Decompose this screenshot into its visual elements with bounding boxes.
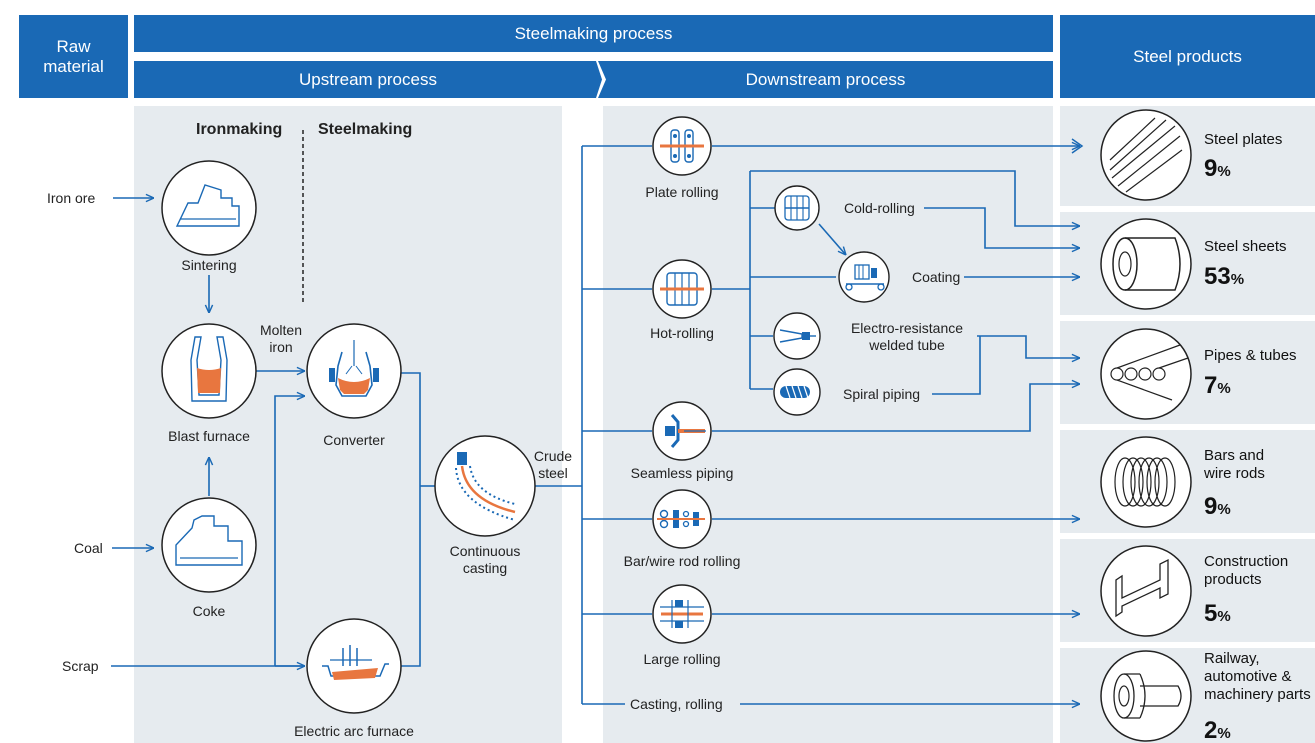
hot-rolling-label: Hot-rolling: [650, 325, 714, 341]
arrow-scrap-converter: [274, 396, 305, 666]
plate-rolling-label: Plate rolling: [645, 184, 719, 200]
spiral-piping-icon: [773, 368, 821, 416]
chevron-icon: [1071, 138, 1084, 154]
downstream-header-label: Downstream process: [745, 69, 906, 89]
line-furnaces-join: [401, 372, 421, 667]
arrow-seamless-pipes: [712, 384, 1080, 432]
iron-ore-label: Iron ore: [47, 190, 96, 206]
arrow-cold-sheets: [924, 207, 1080, 248]
sintering-icon: [161, 160, 257, 256]
upstream-header: Upstream process: [134, 61, 602, 98]
product-pct-bars: 9%: [1204, 493, 1231, 520]
bar-rolling-icon: [652, 489, 712, 549]
cold-rolling-icon: [774, 185, 820, 231]
casting-rolling-label: Casting, rolling: [630, 696, 723, 712]
arrow-hot-sheets: [750, 170, 1080, 226]
continuous-casting-icon: [434, 435, 536, 537]
hot-rolling-icon: [652, 259, 712, 319]
seamless-piping-label: Seamless piping: [630, 465, 734, 481]
product-name-bars: Bars and wire rods: [1204, 447, 1265, 482]
erw-tube-icon: [773, 312, 821, 360]
product-name-steel-plates: Steel plates: [1204, 131, 1283, 148]
arrow-cold-coating: [818, 223, 846, 255]
plate-rolling-icon: [652, 116, 712, 176]
steelmaking-heading: Steelmaking: [318, 121, 413, 138]
product-name-railway: Railway, automotive & machinery parts: [1204, 650, 1311, 703]
line-spiral-join: [932, 336, 981, 395]
sintering-label: Sintering: [181, 257, 237, 273]
ironmaking-heading: Ironmaking: [196, 121, 283, 138]
electric-arc-furnace-icon: [306, 618, 402, 714]
coating-icon: [838, 251, 890, 303]
product-pct-steel-sheets: 53%: [1204, 263, 1245, 290]
raw-material-header: Raw material: [19, 15, 128, 98]
steel-plates-icon: [1100, 109, 1192, 201]
pipes-icon: [1100, 328, 1192, 420]
cold-rolling-label: Cold-rolling: [842, 200, 917, 217]
h-beam-icon: [1100, 545, 1192, 637]
product-pct-pipes: 7%: [1204, 372, 1231, 399]
product-name-steel-sheets: Steel sheets: [1204, 238, 1287, 255]
product-pct-construction: 5%: [1204, 600, 1231, 627]
erw-tube-label: Electro-resistance welded tube: [837, 320, 977, 354]
converter-label: Converter: [323, 432, 385, 448]
upstream-header-label: Upstream process: [299, 69, 437, 89]
arrow-erw-pipes: [972, 335, 1080, 358]
product-name-pipes: Pipes & tubes: [1204, 347, 1297, 364]
molten-iron-label: Molten iron: [259, 322, 303, 355]
product-pct-railway: 2%: [1204, 717, 1231, 743]
wheel-axle-icon: [1100, 650, 1192, 742]
steel-products-header: Steel products: [1060, 15, 1315, 98]
crude-steel-label: Crude steel: [533, 448, 573, 481]
eaf-label: Electric arc furnace: [294, 723, 414, 739]
steelmaking-process-header: Steelmaking process: [134, 15, 1053, 52]
product-name-construction: Construction products: [1204, 553, 1289, 588]
continuous-casting-label: Continuous casting: [449, 543, 521, 576]
seamless-piping-icon: [652, 401, 712, 461]
downstream-header: Downstream process: [598, 61, 1053, 98]
connector-lines: [111, 146, 1080, 704]
large-rolling-icon: [652, 584, 712, 644]
coke-oven-icon: [161, 497, 257, 593]
converter-icon: [306, 323, 402, 419]
blast-furnace-label: Blast furnace: [168, 428, 250, 444]
bar-wire-rolling-label: Bar/wire rod rolling: [623, 553, 741, 569]
product-pct-steel-plates: 9%: [1204, 155, 1231, 182]
blast-furnace-icon: [161, 323, 257, 419]
coke-label: Coke: [192, 603, 226, 619]
coating-label: Coating: [910, 269, 963, 286]
large-rolling-label: Large rolling: [643, 651, 721, 667]
scrap-label: Scrap: [62, 658, 99, 674]
steel-coil-icon: [1100, 218, 1192, 310]
wire-coil-icon: [1100, 436, 1192, 528]
spiral-piping-label: Spiral piping: [841, 386, 923, 403]
coal-label: Coal: [74, 540, 103, 556]
